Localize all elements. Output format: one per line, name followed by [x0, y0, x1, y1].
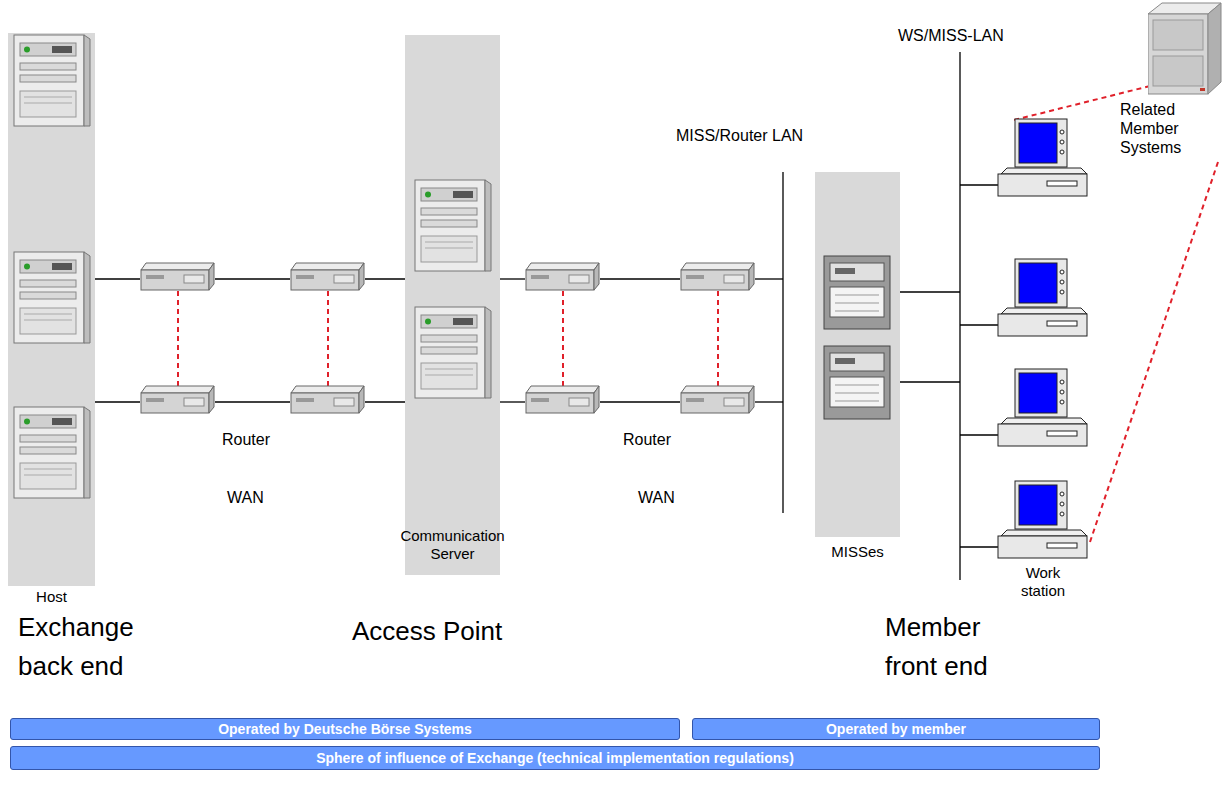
legend-bar: Operated by member — [692, 718, 1100, 740]
wire — [960, 434, 998, 435]
wire — [500, 278, 525, 279]
node-label: MISSes — [805, 543, 910, 561]
router-icon — [526, 386, 599, 413]
wire — [500, 401, 525, 402]
lan-line — [782, 172, 783, 513]
zone-label: Access Point — [352, 616, 502, 647]
wire — [95, 278, 140, 279]
wire — [215, 401, 290, 402]
node-label: Work station — [1012, 564, 1074, 600]
label-box: WAN — [227, 488, 264, 507]
bar-label: Operated by Deutsche Börse Systems — [11, 719, 679, 739]
wire — [960, 184, 998, 185]
tower-icon — [14, 407, 90, 498]
lan-label: MISS/Router LAN — [676, 126, 803, 145]
label-box: WAN — [638, 488, 675, 507]
node-label: Host — [8, 588, 95, 606]
node-illustration — [815, 172, 900, 537]
lan-label: WS/MISS-LAN — [898, 26, 1004, 45]
wire — [95, 401, 140, 402]
wire — [755, 278, 783, 279]
router-icon — [291, 263, 364, 290]
wire — [365, 278, 405, 279]
router-icon — [681, 263, 754, 290]
label-box: WS/MISS-LAN — [898, 26, 1004, 45]
rack-icon — [824, 346, 890, 419]
node-illustration — [1118, 0, 1222, 162]
tower-icon — [14, 35, 90, 126]
router-icon — [141, 386, 214, 413]
scope-bar: Sphere of influence of Exchange (technic… — [10, 746, 1100, 770]
device-label: Router — [623, 430, 671, 449]
node-label: Communication Server — [393, 527, 512, 563]
workstation-icon — [998, 119, 1087, 196]
zone-label: Exchange back end — [18, 608, 168, 686]
bar-label: Sphere of influence of Exchange (technic… — [11, 747, 1099, 769]
redundancy-link — [177, 291, 179, 386]
redundancy-link — [717, 291, 719, 386]
rack-icon — [824, 256, 890, 329]
workstation: Work station — [995, 480, 1090, 604]
tower-icon — [415, 307, 491, 398]
node-label: Related Member Systems — [1120, 100, 1212, 158]
device-label: Router — [222, 430, 270, 449]
workstation-icon — [998, 369, 1087, 446]
ws-icon — [998, 481, 1087, 558]
wire — [960, 324, 998, 325]
label-box: Router — [623, 430, 671, 449]
wire — [365, 401, 405, 402]
wire — [600, 278, 680, 279]
server-panel: Communication Server — [405, 35, 500, 575]
wire — [755, 401, 783, 402]
node-illustration — [405, 35, 500, 575]
zone-label: Member front end — [885, 608, 1030, 686]
wire — [600, 401, 680, 402]
redundancy-link — [562, 291, 564, 386]
router-icon — [141, 263, 214, 290]
node-illustration — [8, 33, 95, 586]
router-icon — [291, 386, 364, 413]
router-icon — [681, 386, 754, 413]
network-label: WAN — [227, 488, 264, 507]
bar-label: Operated by member — [693, 719, 1099, 739]
label-box: Exchange back end — [18, 608, 168, 686]
redundancy-links — [178, 86, 1150, 386]
cabinet-icon — [1148, 3, 1221, 94]
label-box: Router — [222, 430, 270, 449]
workstations — [998, 119, 1087, 446]
label-box: MISS/Router LAN — [676, 126, 803, 145]
router-icon — [526, 263, 599, 290]
label-box: Access Point — [352, 616, 502, 647]
wire — [900, 291, 960, 292]
redundancy-link — [327, 291, 329, 386]
member-system-link — [1090, 162, 1218, 542]
wire — [900, 381, 960, 382]
host-panel: Host — [8, 33, 95, 586]
label-box: Member front end — [885, 608, 1030, 686]
wire — [960, 546, 998, 547]
network-wires — [95, 52, 998, 580]
lan-line — [959, 52, 960, 580]
wire — [215, 278, 290, 279]
tower-icon — [415, 180, 491, 271]
miss-panel: MISSes — [815, 172, 900, 537]
network-label: WAN — [638, 488, 675, 507]
tower-icon — [14, 252, 90, 343]
legend-bar: Operated by Deutsche Börse Systems — [10, 718, 680, 740]
workstation-icon — [998, 259, 1087, 336]
member-system: Related Member Systems — [1118, 0, 1222, 162]
